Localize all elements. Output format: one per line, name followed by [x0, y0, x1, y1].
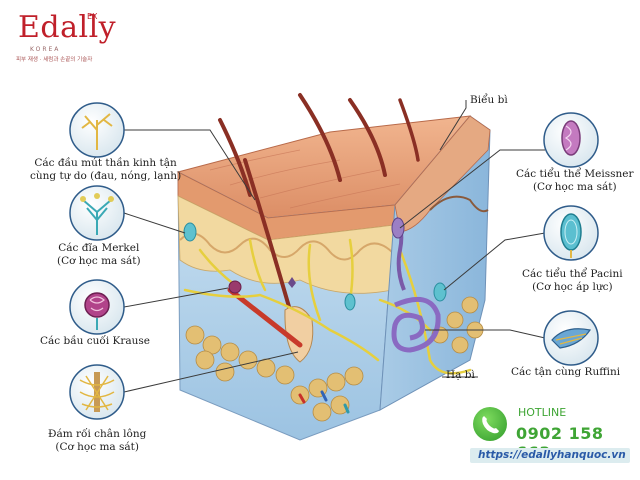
label-ruffini: Các tận cùng Ruffini — [511, 366, 620, 379]
logo-superscript: EX — [87, 12, 98, 21]
leader-lines — [123, 100, 546, 393]
label-pacini: Các tiểu thể Pacini (Cơ học áp lực) — [522, 268, 623, 294]
callout-pacini — [543, 205, 599, 261]
label-krause: Các bầu cuối Krause — [40, 335, 150, 348]
logo-wordmark: Edally — [18, 10, 117, 45]
pacini-corpuscle-body — [183, 222, 447, 311]
label-hypodermis-line1: Hạ bì — [446, 369, 475, 381]
label-free-nerve: Các đầu mút thần kinh tận cùng tự do (đa… — [30, 157, 181, 183]
dermis-layer — [177, 195, 396, 294]
callout-hair-plexus — [69, 364, 125, 420]
callout-meissner — [543, 112, 599, 168]
website-link[interactable]: https://edallyhanquoc.vn — [478, 449, 626, 461]
callout-ruffini — [543, 310, 599, 366]
phone-icon — [473, 407, 507, 441]
callout-merkel — [69, 185, 125, 241]
label-free-nerve-line1: Các đầu mút thần kinh tận — [34, 157, 177, 169]
blood-vessels — [298, 390, 350, 414]
fat-lobules — [185, 325, 364, 422]
meissner-corpuscle-body — [391, 216, 406, 291]
label-krause-line1: Các bầu cuối Krause — [40, 335, 151, 347]
hair-follicle — [284, 306, 314, 363]
label-merkel-line2: (Cơ học ma sát) — [57, 255, 141, 267]
logo-sub: KOREA — [30, 46, 61, 53]
coiled-gland-body — [391, 296, 441, 353]
label-free-nerve-line2: cùng tự do (đau, nóng, lạnh) — [30, 170, 182, 182]
callout-krause — [69, 279, 125, 335]
label-pacini-line2: (Cơ học áp lực) — [532, 281, 613, 293]
label-merkel: Các đĩa Merkel (Cơ học ma sát) — [57, 242, 141, 268]
hotline-label: HOTLINE — [518, 406, 567, 419]
label-hypodermis: Hạ bì — [446, 369, 475, 382]
label-meissner: Các tiểu thể Meissner (Cơ học ma sát) — [516, 168, 634, 194]
label-hair-plexus-line1: Đám rối chân lông — [48, 428, 147, 440]
logo-tagline: 피부 재생 · 세럼과 손끝의 기술자 — [16, 57, 93, 63]
callout-free-nerve — [69, 102, 125, 158]
krause-bulb-body — [228, 280, 242, 294]
label-merkel-line1: Các đĩa Merkel — [58, 242, 140, 254]
label-meissner-line1: Các tiểu thể Meissner — [516, 168, 634, 180]
label-ruffini-line1: Các tận cùng Ruffini — [511, 366, 621, 378]
label-hair-plexus-line2: (Cơ học ma sát) — [55, 441, 139, 453]
label-epidermis: Biểu bì — [470, 94, 508, 107]
label-hair-plexus: Đám rối chân lông (Cơ học ma sát) — [48, 428, 146, 454]
label-meissner-line2: (Cơ học ma sát) — [532, 181, 617, 193]
label-pacini-line1: Các tiểu thể Pacini — [522, 268, 623, 280]
website-bar — [470, 448, 630, 463]
label-epidermis-line1: Biểu bì — [470, 94, 508, 106]
